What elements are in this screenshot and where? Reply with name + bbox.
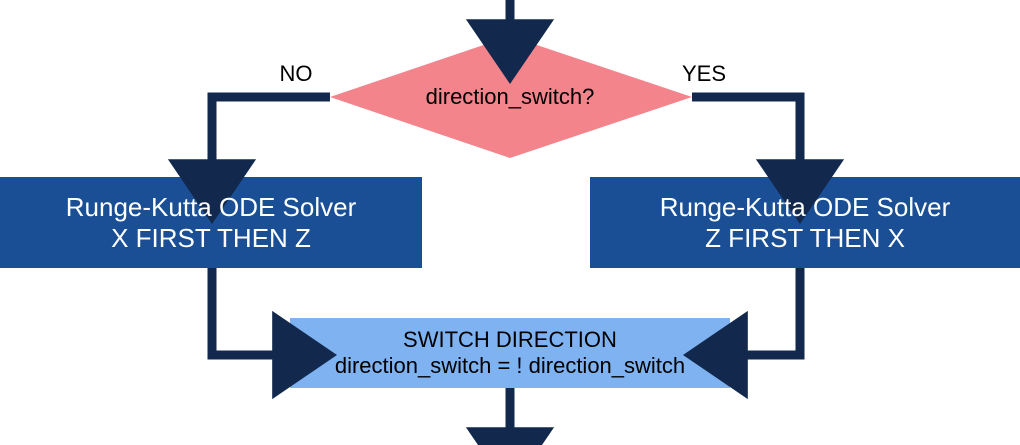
yes-branch-arrow bbox=[692, 92, 845, 224]
direction-switch-diamond[interactable] bbox=[330, 36, 692, 158]
runge-kutta-x-first-box[interactable] bbox=[0, 177, 422, 268]
switch-direction-box[interactable] bbox=[290, 318, 730, 388]
runge-kutta-z-first-box[interactable] bbox=[590, 177, 1020, 268]
right-to-switch-arrow bbox=[683, 268, 805, 400]
no-branch-arrow bbox=[167, 92, 330, 224]
left-to-switch-arrow bbox=[207, 268, 337, 400]
